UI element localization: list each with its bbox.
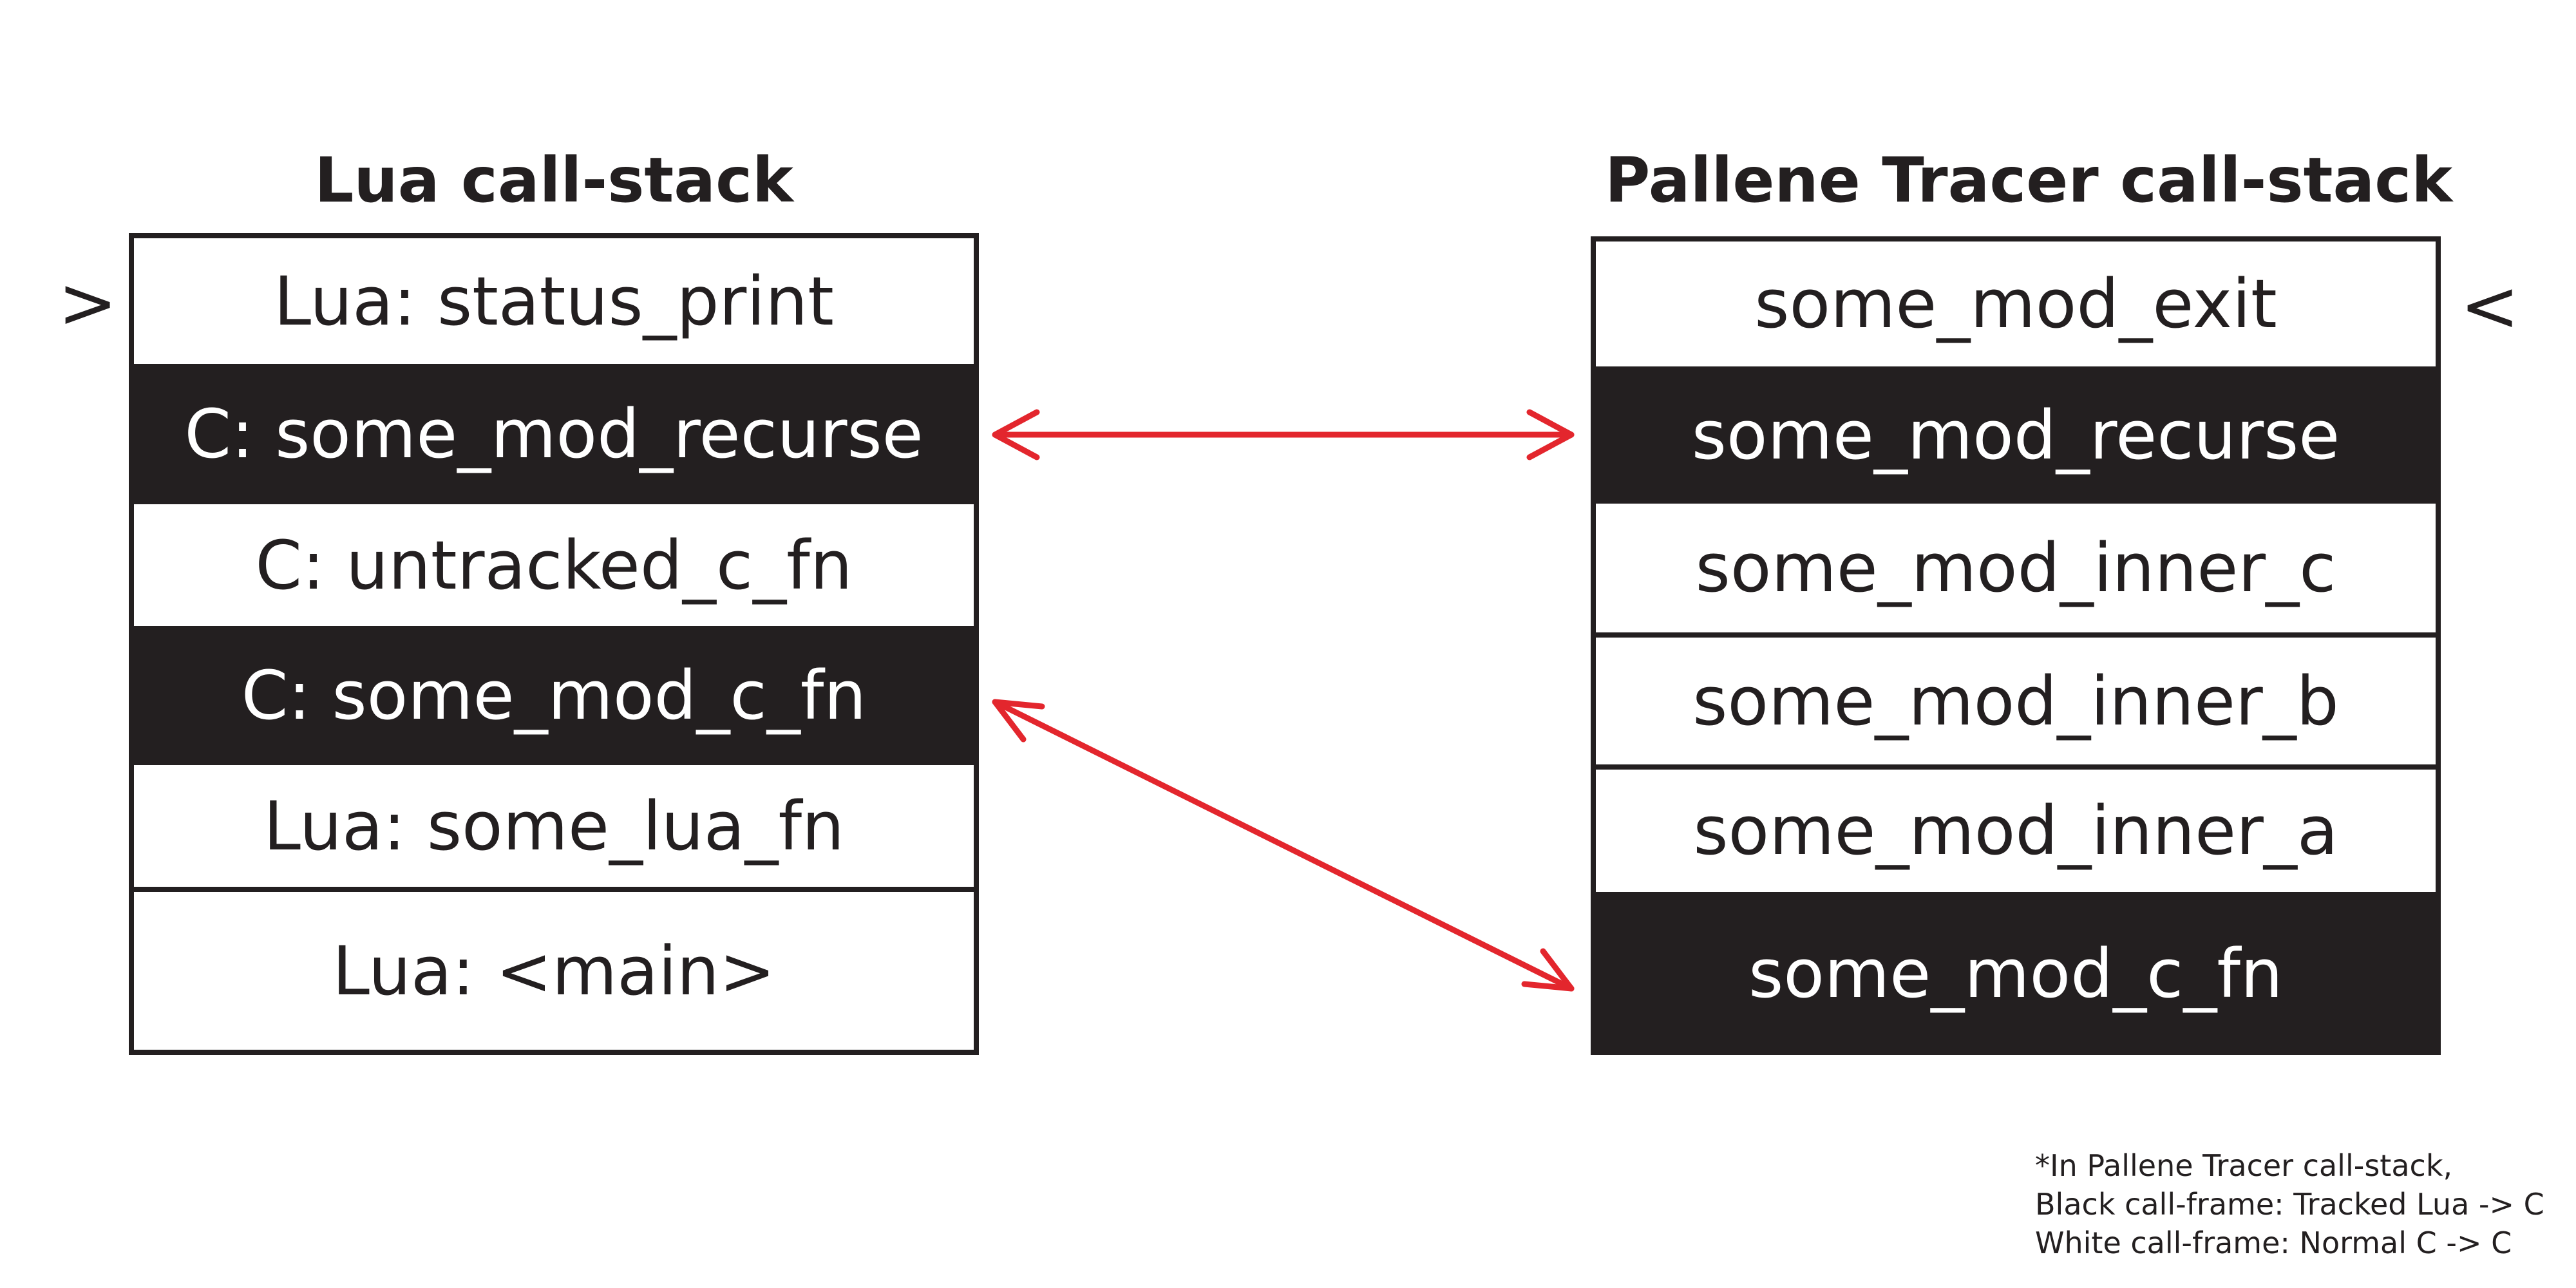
footnote-line-3: White call-frame: Normal C -> C (2035, 1226, 2512, 1260)
pallene-call-frame: some_mod_recurse (1596, 372, 2436, 498)
pallene-call-frame: some_mod_inner_a (1596, 770, 2436, 892)
lua-call-frame: Lua: status_print (134, 238, 974, 364)
pallene-call-frame: some_mod_c_fn (1596, 897, 2436, 1050)
footnote-line-1: *In Pallene Tracer call-stack, (2035, 1148, 2453, 1183)
link-arrow-c-fn-head-right (1521, 948, 1575, 992)
pallene-tracer-call-stack: some_mod_exit some_mod_recurse some_mod_… (1591, 236, 2441, 1055)
lua-call-frame: C: some_mod_c_fn (134, 631, 974, 760)
lua-call-frame: C: some_mod_recurse (134, 369, 974, 499)
legend-footnote: *In Pallene Tracer call-stack, Black cal… (2035, 1146, 2563, 1262)
lua-call-frame: Lua: <main> (134, 892, 974, 1050)
link-arrow-c-fn-line (992, 699, 1575, 992)
lua-call-stack: Lua: status_print C: some_mod_recurse C:… (129, 233, 979, 1055)
lua-stack-top-marker-icon: > (58, 261, 118, 344)
lua-call-frame: Lua: some_lua_fn (134, 765, 974, 887)
link-arrow-recurse-head-right (1526, 409, 1575, 460)
link-arrow-recurse (992, 409, 1575, 460)
pallene-call-frame: some_mod_inner_c (1596, 504, 2436, 632)
pallene-stack-top-marker-icon: < (2460, 265, 2520, 347)
pallene-call-frame: some_mod_inner_b (1596, 638, 2436, 764)
link-arrow-c-fn-head-left (992, 699, 1045, 743)
link-arrow-recurse-head-left (992, 409, 1040, 460)
link-arrow-c-fn (992, 699, 1575, 992)
lua-call-frame: C: untracked_c_fn (134, 504, 974, 626)
pallene-call-frame: some_mod_exit (1596, 242, 2436, 366)
lua-call-stack-title: Lua call-stack (314, 144, 793, 216)
pallene-tracer-call-stack-title: Pallene Tracer call-stack (1604, 144, 2453, 216)
footnote-line-2: Black call-frame: Tracked Lua -> C (2035, 1187, 2544, 1222)
